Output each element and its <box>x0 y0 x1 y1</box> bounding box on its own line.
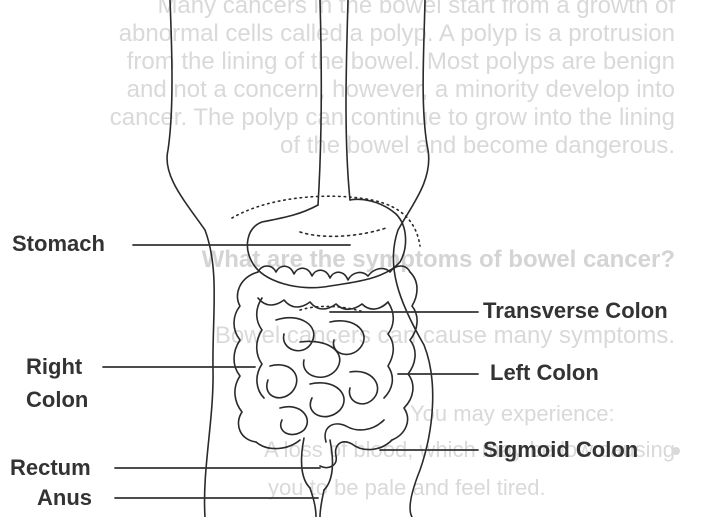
label-rectum: Rectum <box>10 455 91 481</box>
torso-right-outline <box>393 0 432 517</box>
label-stomach: Stomach <box>12 231 105 257</box>
small-intestine-loops <box>267 318 378 435</box>
anus <box>310 488 324 517</box>
esophagus <box>318 0 350 205</box>
label-anus: Anus <box>37 485 92 511</box>
transverse-colon <box>258 266 410 280</box>
stomach-outline <box>247 199 405 287</box>
stomach-inner <box>300 228 386 236</box>
left-colon-outer <box>392 272 417 440</box>
right-colon-outer <box>234 272 258 442</box>
label-right-colon-line1: Right <box>26 354 82 380</box>
sigmoid-colon-inner <box>325 420 384 442</box>
cecum <box>256 440 300 449</box>
label-sigmoid-colon: Sigmoid Colon <box>483 437 638 463</box>
label-left-colon: Left Colon <box>490 360 599 386</box>
left-colon-inner <box>384 302 393 398</box>
label-right-colon-line2: Colon <box>26 387 88 413</box>
torso-left-outline <box>167 0 214 517</box>
right-colon-inner <box>257 298 264 398</box>
rectum <box>302 438 333 490</box>
liver-outline <box>232 196 420 246</box>
transverse-colon-lower <box>258 298 388 309</box>
label-transverse-colon: Transverse Colon <box>483 298 668 324</box>
